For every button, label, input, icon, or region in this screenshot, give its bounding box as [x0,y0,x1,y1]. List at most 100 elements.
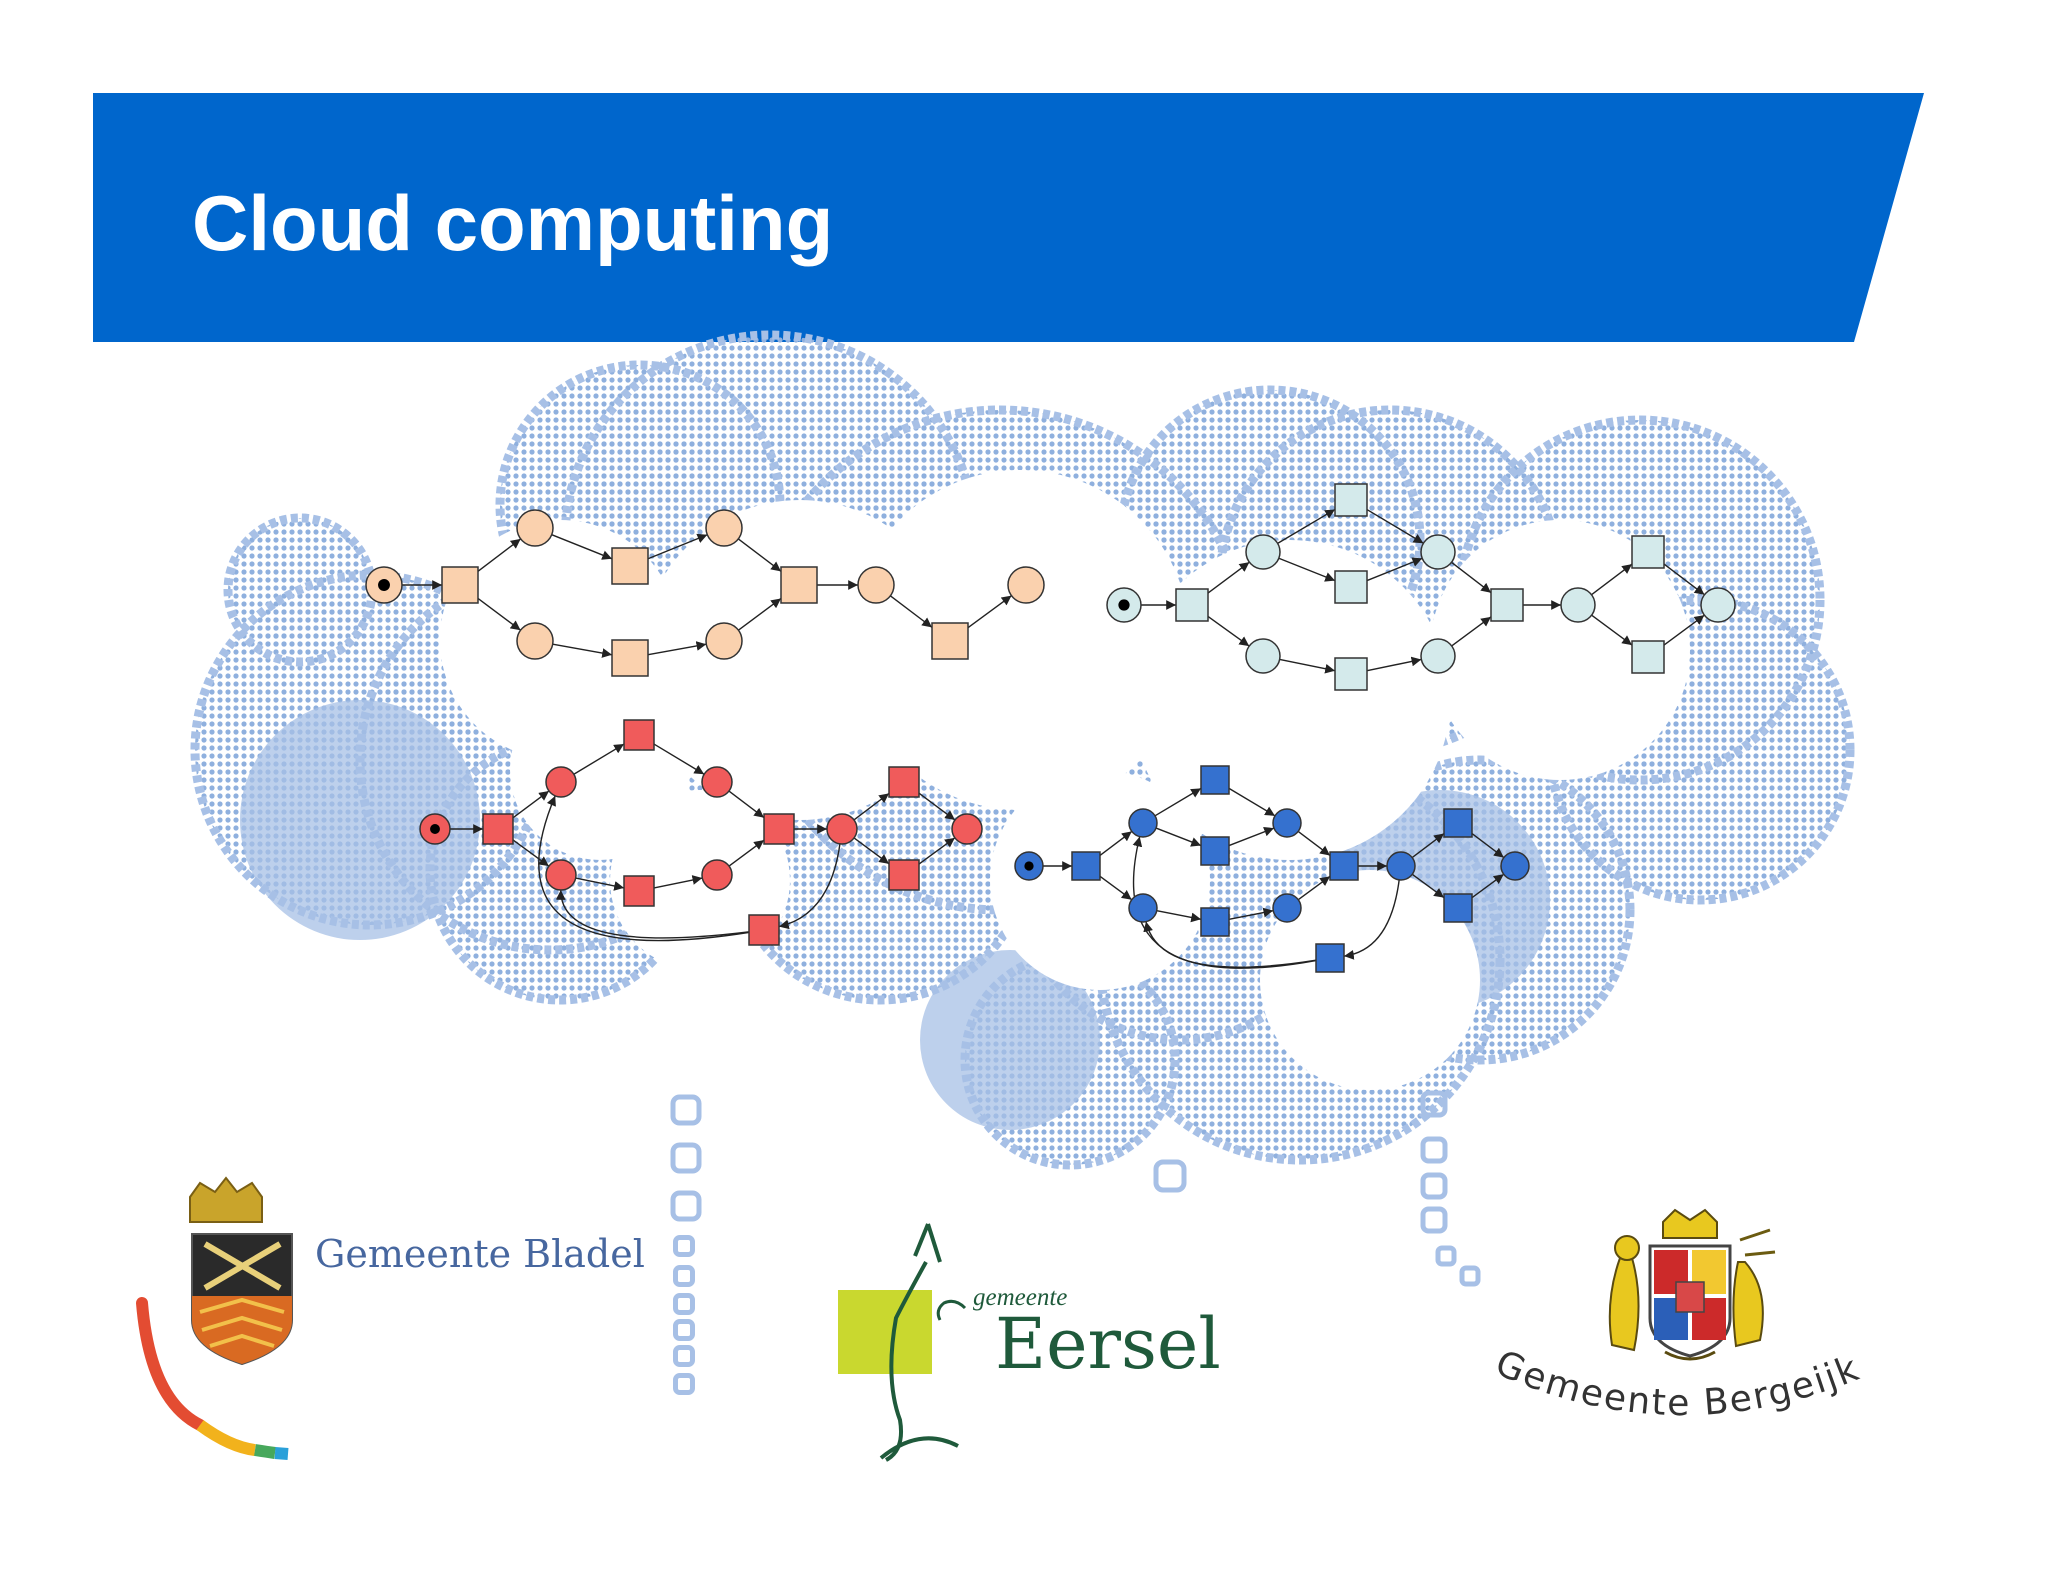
network-arc [1411,873,1445,899]
place-circle [1272,808,1302,838]
transition-square [1175,588,1209,622]
transition-square [1334,657,1368,691]
bergeijk-name: Gemeente Bergeijk [1489,1343,1865,1424]
logo-eersel [838,1223,967,1462]
network-arc [1155,827,1202,847]
network-arc [1366,557,1423,582]
eersel-prefix-label: gemeente [973,1284,1068,1311]
network-arc [1451,616,1492,647]
dangle-square [1420,1136,1448,1164]
transition-square [1071,851,1101,881]
dangle-square [673,1293,695,1315]
network-arc [477,538,522,572]
transition-square [611,639,649,677]
dangle-square [673,1235,695,1257]
place-circle [1420,534,1456,570]
cloud-puff-outline [1545,595,1855,905]
dangle-square [670,1142,702,1174]
process-networks [365,483,1736,973]
network-arc [573,743,625,775]
place-circle [1245,638,1281,674]
transition-square [1631,640,1665,674]
place-circle [545,766,577,798]
place-circle [1245,534,1281,570]
network-arc [575,877,625,891]
transition-square [1443,893,1473,923]
dangle-square [1459,1265,1481,1287]
network-arc [918,792,956,821]
network-arc [918,837,956,865]
network-arc [1228,787,1276,817]
transition-square [888,859,920,891]
transition-square [1334,483,1368,517]
network-arc [738,597,782,631]
bladel-name-label: Gemeente Bladel [315,1232,645,1276]
transition-square [1315,943,1345,973]
place-circle [701,859,733,891]
transition-square [611,547,649,585]
place-circle [705,622,743,660]
network-arc [1451,561,1492,594]
transition-square [888,766,920,798]
network-arc [1471,833,1505,859]
network-arc [1297,830,1331,856]
bladel-color-arc-blue [274,1447,289,1460]
network-arc [889,595,933,628]
dangle-square [673,1319,695,1341]
place-circle [516,622,554,660]
dangle-square [1420,1206,1448,1234]
place-circle [1128,893,1158,923]
dangle-square [1420,1090,1448,1118]
network-arc [555,889,750,939]
network-arc [1366,508,1424,544]
place-circle [516,509,554,547]
place-circle [951,813,983,845]
title-banner [93,93,1924,342]
network-arc [1143,921,1317,968]
place-circle [545,859,577,891]
transition-square [623,875,655,907]
bladel-color-arc-yellow [196,1420,256,1456]
token-dot [1024,861,1034,871]
cloud-shadow [920,950,1100,1130]
place-circle [1500,851,1530,881]
network-arc [1279,658,1336,674]
token-dot [1118,599,1130,611]
network-arc [967,595,1012,629]
transition-square [1334,570,1368,604]
place-circle [1386,851,1416,881]
eersel-name-label: Eersel [995,1303,1221,1385]
network-arc [1343,879,1400,960]
transition-square [441,566,479,604]
network-arc [778,843,841,930]
cloud-puff-outline [960,950,1180,1170]
cloud-highlight [850,470,1190,810]
bladel-color-arc [136,1297,206,1431]
place-circle [1007,566,1045,604]
network-arc [1156,909,1202,923]
transition-square [1443,808,1473,838]
network-arc [647,533,708,560]
network-arc [1099,875,1133,901]
process-network [419,719,983,946]
transition-square [1200,907,1230,937]
slide-title: Cloud computing [192,179,834,267]
network-arc [1278,557,1336,582]
network-arc [1099,830,1133,856]
transition-square [1490,588,1524,622]
network-arc [1663,614,1705,646]
coat-of-arms-icon [1608,1208,1776,1361]
dangle-square [673,1265,695,1287]
network-arc [477,597,521,631]
place-circle [1420,638,1456,674]
transition-square [1631,535,1665,569]
place-circle [826,813,858,845]
transition-square [748,914,780,946]
place-circle [705,509,743,547]
network-arc [853,792,890,821]
dangle-square [673,1345,695,1367]
network-arc [1591,563,1633,596]
network-arc [728,839,765,867]
place-circle [1700,587,1736,623]
process-network [1014,765,1530,973]
